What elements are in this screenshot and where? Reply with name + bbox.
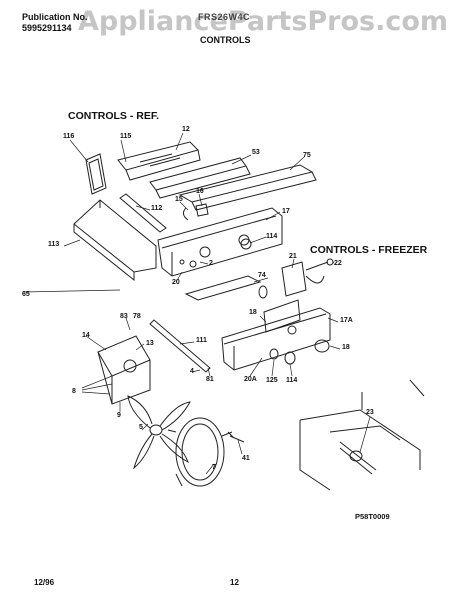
callout-22: 22 (334, 260, 342, 267)
fan-shroud (175, 417, 225, 487)
callout-20: 20 (172, 279, 180, 286)
callout-116: 116 (63, 133, 75, 140)
callout-112: 112 (151, 205, 163, 212)
fan-blade (127, 395, 191, 470)
callout-114-top: 114 (266, 233, 278, 240)
callout-9: 9 (117, 412, 121, 419)
callout-5: 5 (139, 424, 143, 431)
callout-7: 7 (212, 464, 216, 471)
callout-115: 115 (120, 133, 132, 140)
callout-41: 41 (242, 455, 250, 462)
part-53 (149, 157, 251, 199)
callout-15: 15 (175, 196, 183, 203)
part-75 (178, 164, 317, 211)
callout-17: 17 (282, 208, 290, 215)
callout-53: 53 (252, 149, 260, 156)
callout-78: 78 (133, 313, 141, 320)
callout-114-bottom: 114 (286, 377, 298, 384)
part-14 (97, 335, 151, 405)
footer-date: 12/96 (34, 578, 55, 587)
part-112 (119, 193, 167, 233)
figure-id: P58T0009 (355, 512, 390, 521)
watermark: AppliancePartsPros.com (78, 6, 449, 37)
part-17 (157, 207, 283, 277)
publication-number: 5995291134 (22, 23, 72, 33)
callout-23: 23 (366, 409, 374, 416)
callout-20a: 20A (244, 376, 257, 383)
callout-75: 75 (303, 152, 311, 159)
callout-111: 111 (196, 337, 207, 344)
callout-8: 8 (72, 388, 76, 395)
callout-83: 83 (120, 313, 128, 320)
part-12 (117, 141, 201, 181)
part-116 (85, 153, 107, 195)
callout-113: 113 (48, 241, 60, 248)
callout-125: 125 (266, 377, 278, 384)
callout-18: 18 (342, 344, 350, 351)
callout-14: 14 (82, 332, 90, 339)
callout-18-upper: 18 (249, 309, 257, 316)
callout-4: 4 (190, 368, 194, 375)
callout-13: 13 (146, 340, 154, 347)
callout-2: 2 (209, 260, 213, 267)
part-17a (221, 307, 331, 371)
callout-16: 16 (196, 188, 204, 195)
callout-12: 12 (182, 126, 190, 133)
publication-block: Publication No. 5995291134 (22, 12, 88, 34)
part-111 (149, 319, 211, 373)
callout-21: 21 (289, 253, 297, 260)
publication-label: Publication No. (22, 12, 88, 22)
model-number: FRS26W4C (198, 12, 251, 22)
knob-18 (314, 339, 330, 353)
page-title: CONTROLS (200, 35, 251, 45)
callout-74: 74 (258, 272, 266, 279)
part-74 (184, 275, 262, 301)
callout-65: 65 (22, 291, 30, 298)
callout-81: 81 (206, 376, 214, 383)
section-title-ref: CONTROLS - REF. (68, 110, 159, 122)
footer-page: 12 (230, 578, 239, 587)
callout-17a: 17A (340, 317, 353, 324)
part-113 (73, 199, 157, 273)
section-title-freezer: CONTROLS - FREEZER (310, 244, 428, 256)
